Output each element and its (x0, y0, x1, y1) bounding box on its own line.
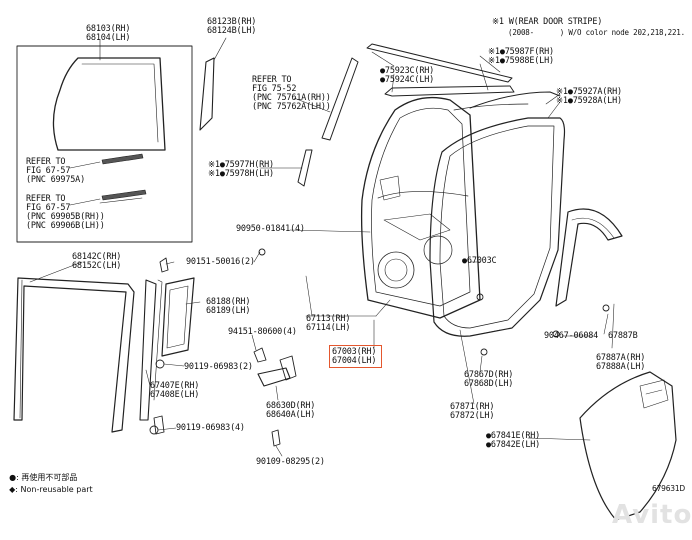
division-bar-67407E (139, 279, 163, 421)
label-refer-67-57-a[interactable]: REFER TO FIG 67-57 (PNC 69975A) (26, 157, 86, 185)
label-75977H[interactable]: ※1●75977H(RH) ※1●75978H(LH) (208, 160, 274, 179)
diagram-id: 679631D (652, 484, 686, 493)
label-68103[interactable]: 68103(RH) 68104(LH) (86, 24, 131, 43)
label-94151[interactable]: 94151-80600(4) (228, 327, 297, 337)
glass-channel-parts (99, 153, 147, 204)
rear-door-shell (360, 96, 481, 319)
label-68630D[interactable]: 68630D(RH) 68640A(LH) (266, 401, 316, 420)
glass-leader-lines (69, 39, 101, 206)
label-67867D[interactable]: 67867D(RH) 67868D(LH) (464, 370, 514, 389)
legend-circle-icon: ● (9, 473, 17, 482)
door-trim-panel (579, 371, 677, 521)
run-channel-68142C (13, 277, 135, 433)
label-90467[interactable]: 90467-06084 (544, 331, 599, 341)
legend-reuse-row: ●: 再使用不可部品 (4, 463, 77, 483)
label-67841E[interactable]: ●67841E(RH) ●67842E(LH) (486, 431, 541, 450)
legend-reuse-text: : 再使用不可部品 (16, 473, 78, 482)
label-67113[interactable]: 67113(RH) 67114(LH) (306, 314, 351, 333)
label-68123B[interactable]: 68123B(RH) 68124B(LH) (207, 17, 257, 36)
fastener-parts (149, 248, 610, 447)
legend-diamond-icon: ◆ (9, 485, 16, 494)
label-90151[interactable]: 90151-50016(2) (186, 257, 255, 267)
door-hinge-68630D (257, 355, 297, 387)
label-90119-2[interactable]: 90119-06983(2) (184, 362, 253, 372)
label-68142C[interactable]: 68142C(RH) 68152C(LH) (72, 252, 122, 271)
label-75923C[interactable]: ●75923C(RH) ●75924C(LH) (380, 66, 435, 85)
label-75927A[interactable]: ※1●75927A(RH) ※1●75928A(LH) (556, 87, 622, 106)
stripe-note-subheader: (2008- ) W/O color node 202,218,221. (508, 28, 685, 37)
wheel-arch-molding (555, 208, 623, 307)
label-refer-75-52[interactable]: REFER TO FIG 75-52 (PNC 75761A(RH)) (PNC… (252, 75, 331, 112)
label-67871[interactable]: 67871(RH) 67872(LH) (450, 402, 495, 421)
stripe-note-header: ※1 W(REAR DOOR STRIPE) (492, 17, 603, 27)
avito-watermark: Avito (612, 500, 692, 530)
label-68188[interactable]: 68188(RH) 68189(LH) (206, 297, 251, 316)
legend-nonreuse-text: : Non-reusable part (15, 485, 93, 494)
quarter-glass-68188 (161, 277, 195, 357)
leader-lines (29, 51, 615, 457)
door-weatherstrips (429, 91, 566, 337)
highlight-box-67003 (329, 345, 382, 368)
legend-nonreuse-row: ◆: Non-reusable part (4, 475, 93, 495)
glass-inset-box (16, 45, 193, 243)
label-67407E[interactable]: 67407E(RH) 67408E(LH) (150, 381, 200, 400)
door-glass-part (52, 57, 166, 151)
label-67003[interactable]: 67003(RH) 67004(LH) (332, 347, 377, 366)
label-refer-67-57-b[interactable]: REFER TO FIG 67-57 (PNC 69905B(RH)) (PNC… (26, 194, 105, 231)
quarter-glass-68123B (199, 37, 227, 131)
label-75987F[interactable]: ※1●75987F(RH) ※1●75988E(LH) (488, 47, 554, 66)
label-67003C[interactable]: ●67003C (462, 256, 497, 266)
door-stripe-parts (297, 43, 515, 187)
label-90109[interactable]: 90109-08295(2) (256, 457, 325, 467)
label-90119-4[interactable]: 90119-06983(4) (176, 423, 245, 433)
label-67887B[interactable]: 67887B (608, 331, 638, 341)
label-67887A[interactable]: 67887A(RH) 67888A(LH) (596, 353, 646, 372)
label-90950[interactable]: 90950-01841(4) (236, 224, 305, 234)
